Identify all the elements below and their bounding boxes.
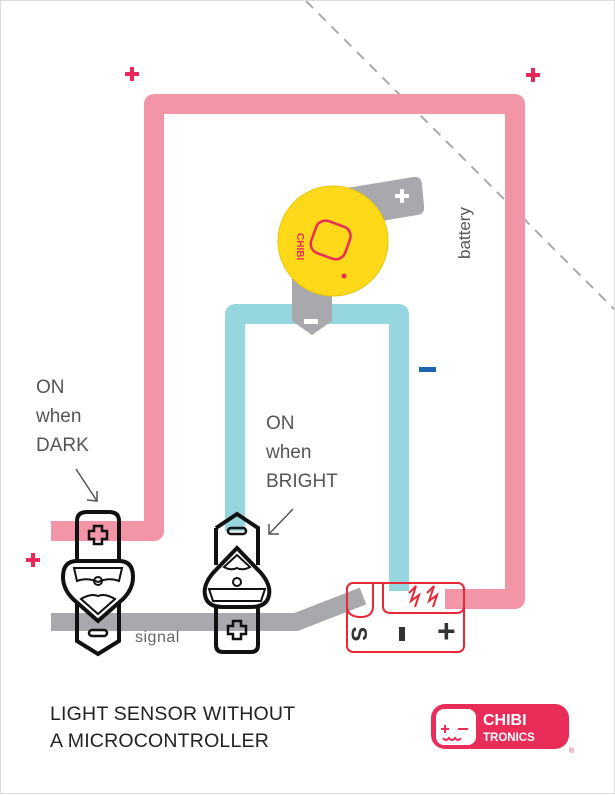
positive-trace bbox=[51, 94, 525, 609]
minus-marker-icon bbox=[419, 367, 436, 372]
label-signal: signal bbox=[135, 629, 180, 646]
logo-text-line2: TRONICS bbox=[483, 732, 535, 744]
fold-line bbox=[305, 1, 615, 310]
sensor-minus-icon bbox=[87, 628, 109, 638]
logo-text-line1: CHIBI bbox=[483, 712, 527, 729]
pin-label-plus: + bbox=[437, 613, 456, 649]
registered-mark: ® bbox=[569, 747, 575, 754]
plus-markers bbox=[26, 67, 540, 567]
pin-label-signal: S bbox=[346, 626, 372, 642]
plus-marker-icon bbox=[26, 553, 40, 567]
arrow-dark bbox=[75, 468, 98, 502]
chibitronics-logo: CHIBI TRONICS ® bbox=[431, 704, 575, 755]
sensor-plus-icon bbox=[87, 524, 109, 546]
sensor-bright bbox=[202, 511, 272, 654]
label-on-when-dark: ON when DARK bbox=[36, 377, 89, 456]
sensor-dark bbox=[60, 510, 136, 657]
battery-logo-text: CHIBI bbox=[294, 233, 305, 260]
pin-label-minus bbox=[399, 627, 405, 641]
arrow-bright bbox=[268, 508, 294, 535]
battery-minus-icon bbox=[304, 319, 318, 324]
label-battery: battery bbox=[455, 207, 474, 259]
signal-trace bbox=[51, 587, 367, 631]
page-title: LIGHT SENSOR WITHOUT A MICROCONTROLLER bbox=[50, 703, 296, 752]
sensor-plus-icon bbox=[226, 619, 248, 641]
plus-marker-icon bbox=[125, 67, 139, 81]
plus-marker-icon bbox=[526, 68, 540, 82]
light-sensor-pins bbox=[346, 582, 465, 653]
logo-face-icon bbox=[436, 709, 476, 745]
sensor-minus-icon bbox=[226, 526, 248, 536]
label-on-when-bright: ON when BRIGHT bbox=[266, 413, 338, 492]
coin-battery: CHIBI bbox=[277, 185, 389, 297]
